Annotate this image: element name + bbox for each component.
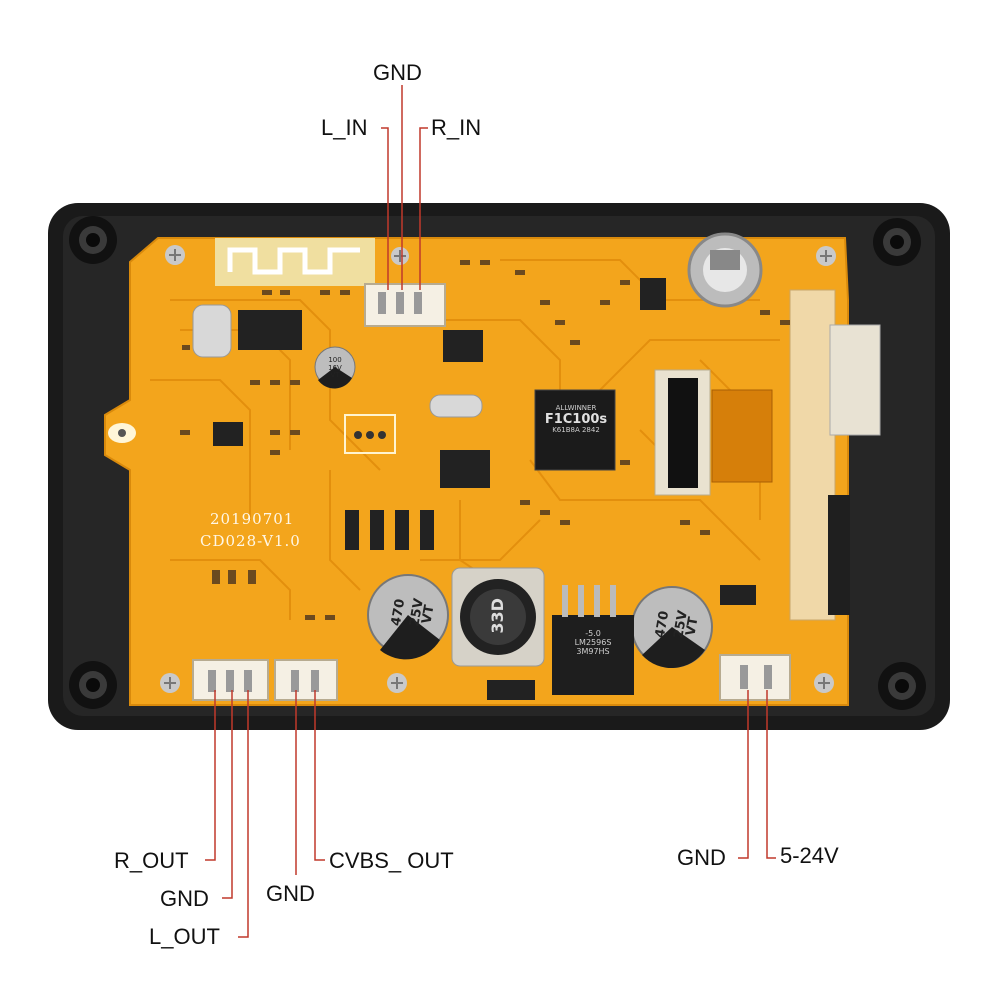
label-gnd-power: GND (677, 845, 726, 870)
leader-l-in (381, 127, 389, 290)
screw (814, 673, 834, 693)
cap-small-voltage: 16V (328, 363, 342, 372)
screw (160, 673, 180, 693)
diode (487, 585, 756, 700)
sd-slot (828, 495, 850, 615)
label-cvbs-out: CVBS_ OUT (329, 848, 454, 873)
power-connector (719, 654, 791, 701)
cap-small-value: 100 (328, 356, 342, 364)
ic-input-switch (443, 330, 483, 362)
mount-hole (873, 218, 921, 266)
label-r-out: R_OUT (114, 848, 189, 873)
antenna (215, 238, 375, 286)
label-gnd-out: GND (160, 886, 209, 911)
crystal-2 (429, 394, 483, 418)
leader-r-in (419, 127, 428, 290)
inductor (451, 567, 545, 667)
video-out-connector (274, 659, 338, 701)
ic-amplifier (238, 310, 302, 350)
leader-gnd-power (738, 690, 749, 859)
smd-components (180, 260, 790, 620)
board-revision: CD028-V1.0 (200, 532, 301, 550)
regulator-label: -5.0 LM2596S 3M97HS (556, 629, 630, 656)
regulator (552, 585, 634, 695)
ic-small-left (213, 422, 243, 446)
cap-small-label: 100 16V VT (323, 356, 347, 380)
ffc-connector (654, 369, 711, 496)
leader-l-out (238, 690, 249, 938)
main-chip-brand: ALLWINNER (555, 404, 597, 412)
capacitor-right (631, 586, 713, 669)
display-ribbon (711, 389, 773, 483)
ic-mid (440, 450, 490, 488)
label-power-voltage: 5-24V (780, 843, 839, 868)
capacitor-small (314, 346, 356, 389)
cap-right-suffix: VT (683, 615, 702, 638)
inductor-label: 33D (488, 598, 508, 634)
main-chip (534, 389, 616, 471)
leader-gnd-out (222, 690, 233, 899)
cap-left-suffix: VT (419, 603, 438, 626)
main-chip-label: ALLWINNER F1C100s K61B8A 2842 (540, 404, 612, 435)
regulator-variant: -5.0 (585, 629, 601, 638)
smd-caps (345, 510, 434, 550)
screw (165, 245, 185, 265)
label-gnd-video: GND (266, 881, 315, 906)
screw (391, 247, 409, 265)
label-l-out: L_OUT (149, 924, 220, 949)
label-r-in: R_IN (431, 115, 482, 140)
screw (816, 246, 836, 266)
cap-small-suffix: VT (330, 371, 340, 380)
leader-cvbs (314, 690, 325, 861)
leader-r-out (205, 690, 216, 861)
audio-out-connector (192, 659, 269, 701)
leader-power (766, 690, 776, 859)
label-gnd-in: GND (373, 60, 422, 85)
input-connector (364, 283, 446, 327)
mount-hole (69, 216, 117, 264)
capacitor-left (367, 574, 449, 660)
jumper (344, 414, 396, 454)
mount-hole (69, 661, 117, 709)
date-code: 20190701 (210, 510, 295, 528)
side-connector (789, 289, 881, 621)
regulator-code: 3M97HS (576, 646, 610, 656)
screw (387, 673, 407, 693)
mount-hole (878, 662, 926, 710)
coin-battery-holder (687, 232, 763, 308)
main-chip-model: F1C100s (544, 411, 608, 427)
regulator-model: LM2596S (574, 637, 612, 647)
leader-lines (205, 85, 776, 938)
label-l-in: L_IN (321, 115, 368, 140)
main-chip-code: K61B8A 2842 (552, 425, 600, 434)
crystal (192, 304, 232, 358)
ic-top-right (640, 278, 666, 310)
